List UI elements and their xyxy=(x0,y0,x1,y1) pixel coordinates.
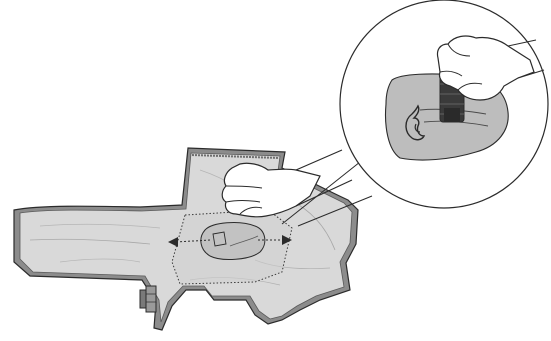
center-pad-area xyxy=(172,210,292,284)
pad-inner xyxy=(201,223,265,260)
detail-zoom-circle xyxy=(340,0,548,208)
side-connector xyxy=(140,286,156,312)
